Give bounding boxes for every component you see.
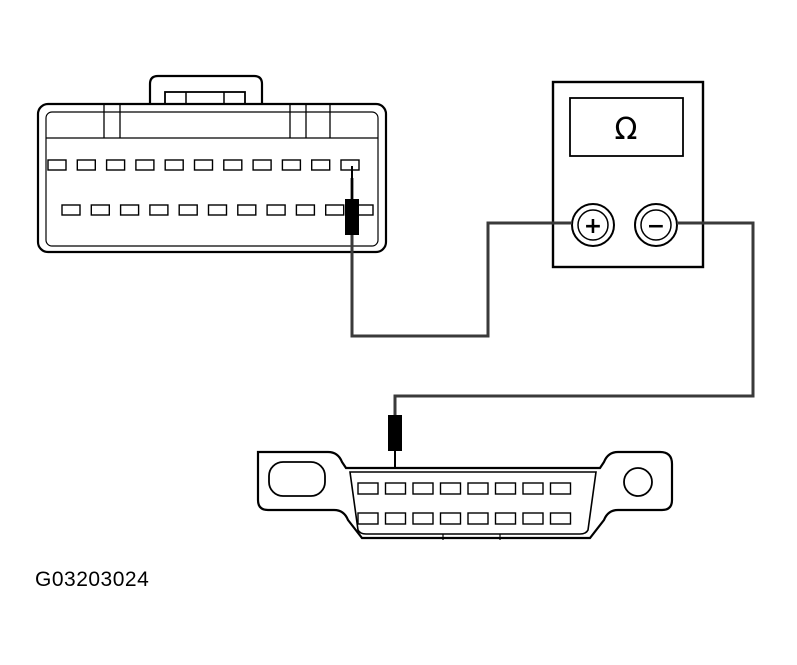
mounting-hole	[623, 467, 653, 497]
pin-cavity	[357, 482, 379, 495]
pin-cavity	[357, 512, 379, 525]
pin-cavity	[439, 512, 462, 525]
pin-cavity	[494, 482, 517, 495]
mounting-slot	[268, 461, 326, 497]
pin-cavity	[266, 204, 286, 216]
harness-pins-top-row	[47, 159, 360, 171]
figure-id: G03203024	[35, 568, 150, 591]
pin-cavity	[237, 204, 257, 216]
pin-cavity	[522, 482, 544, 495]
pin-cavity	[178, 204, 198, 216]
pin-cavity	[105, 159, 126, 171]
pin-cavity	[295, 204, 316, 216]
probe-tip-icon	[345, 199, 359, 235]
pin-cavity	[119, 204, 140, 216]
pin-cavity	[135, 159, 155, 171]
pin-cavity	[467, 512, 489, 525]
pin-cavity	[311, 159, 331, 171]
ohmmeter: Ω + −	[551, 80, 705, 269]
pin-cavity	[76, 159, 97, 171]
pin-cavity	[549, 482, 572, 495]
pin-cavity	[549, 512, 572, 525]
pin-cavity	[340, 159, 360, 171]
dlc-pins-top-row	[357, 482, 572, 495]
pin-cavity	[90, 204, 111, 216]
dlc-pins-bottom-row	[357, 512, 572, 525]
pin-cavity	[207, 204, 228, 216]
pin-cavity	[412, 482, 434, 495]
pin-cavity	[223, 159, 243, 171]
plus-icon: +	[584, 214, 602, 239]
probe-tip-icon	[388, 415, 402, 451]
pin-cavity	[149, 204, 169, 216]
pin-cavity	[467, 482, 489, 495]
pin-cavity	[325, 204, 345, 216]
pin-cavity	[47, 159, 67, 171]
minus-icon: −	[647, 214, 665, 239]
pin-cavity	[412, 512, 434, 525]
positive-test-lead	[345, 166, 572, 338]
ohm-symbol: Ω	[615, 112, 638, 147]
negative-terminal: −	[634, 203, 678, 247]
pin-cavity	[384, 482, 407, 495]
pin-cavity	[494, 512, 517, 525]
pin-cavity	[522, 512, 544, 525]
pin-cavity	[193, 159, 214, 171]
harness-pins-bottom-row	[61, 204, 374, 216]
data-link-connector	[256, 450, 674, 540]
pin-cavity	[384, 512, 407, 525]
pin-cavity	[439, 482, 462, 495]
positive-terminal: +	[571, 203, 615, 247]
harness-connector	[36, 74, 388, 254]
pin-cavity	[61, 204, 81, 216]
pin-cavity	[252, 159, 272, 171]
pin-cavity	[281, 159, 302, 171]
meter-display	[569, 97, 684, 157]
pin-cavity	[164, 159, 184, 171]
